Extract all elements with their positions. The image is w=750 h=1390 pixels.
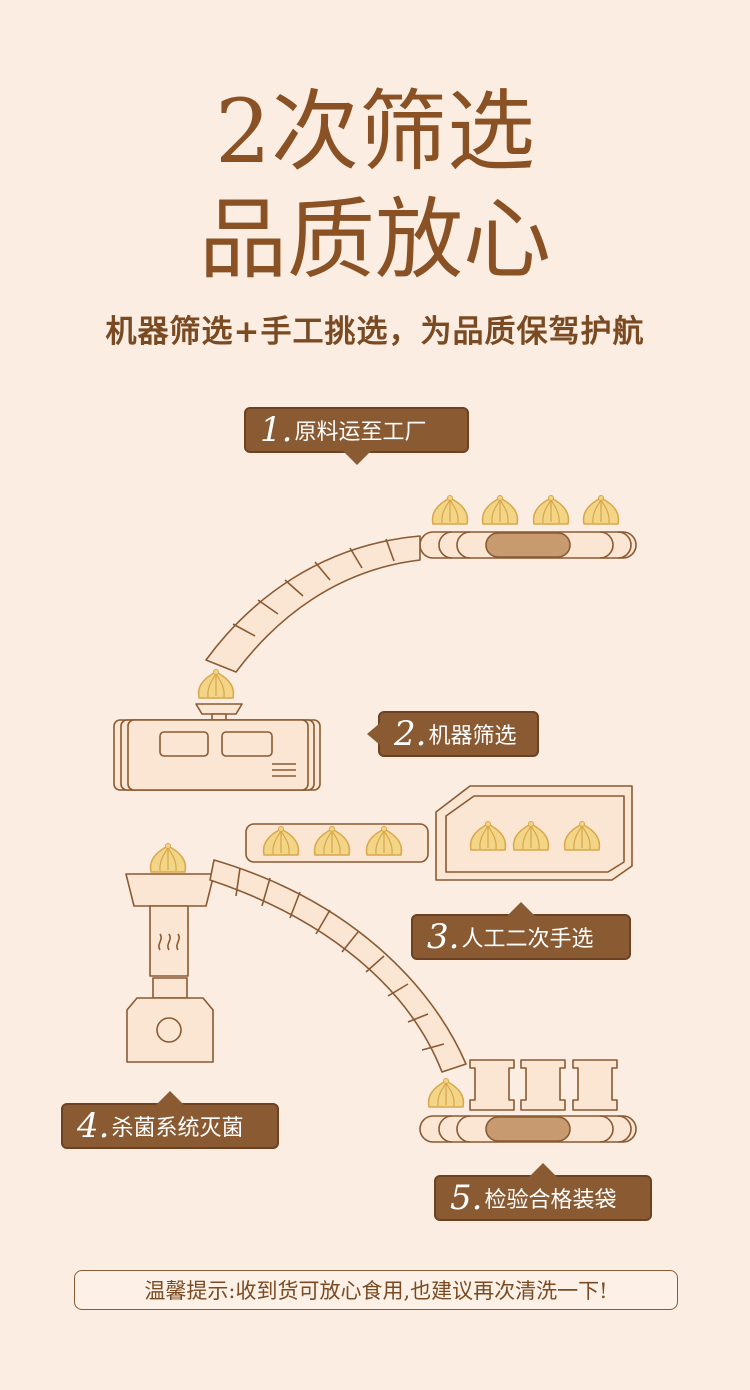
step-2-tag: 2. 机器筛选 <box>367 711 539 757</box>
bottom-conveyor <box>419 1115 637 1143</box>
step-4-number: 4. <box>77 1106 110 1146</box>
lower-chute <box>209 859 467 1073</box>
step-2-number: 2. <box>394 714 427 754</box>
page-title-line1: 2次筛选 <box>215 80 535 183</box>
step-5-label: 检验合格装袋 <box>484 1188 617 1213</box>
step-3-number: 3. <box>427 917 460 957</box>
step-5-tag: 5. 检验合格装袋 <box>434 1163 652 1221</box>
step-1-number: 1. <box>260 410 293 450</box>
step-1-tag: 1. 原料运至工厂 <box>244 407 469 465</box>
top-chute <box>205 535 421 673</box>
step-5-number: 5. <box>450 1178 483 1218</box>
step-2-label: 机器筛选 <box>428 724 517 749</box>
top-conveyor <box>419 531 637 559</box>
step-3-label: 人工二次手选 <box>461 927 594 952</box>
sterilization-machine <box>125 873 215 1063</box>
step-4-label: 杀菌系统灭菌 <box>111 1116 244 1141</box>
step-4-tag: 4. 杀菌系统灭菌 <box>61 1091 279 1149</box>
step-3-tag: 3. 人工二次手选 <box>411 902 631 960</box>
screening-machine <box>113 703 321 791</box>
package-bags <box>469 1059 618 1111</box>
warm-tip: 温馨提示:收到货可放心食用,也建议再次清洗一下! <box>74 1270 678 1310</box>
step-1-label: 原料运至工厂 <box>294 420 427 445</box>
page-title-line2: 品质放心 <box>198 188 551 291</box>
page-subtitle: 机器筛选+手工挑选，为品质保驾护航 <box>105 314 645 350</box>
